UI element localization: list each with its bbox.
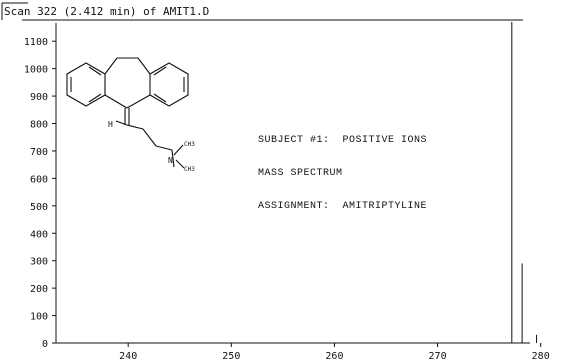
x-axis: 240 250 260 270 280	[119, 343, 550, 362]
y-tick-label: 300	[30, 257, 48, 268]
annotation-mass-spectrum: MASS SPECTRUM	[258, 168, 343, 179]
y-tick-label: 600	[30, 174, 48, 185]
methyl-label-1: CH3	[184, 141, 195, 148]
y-axis: 0 100 200 300 400 500 600 700 800 900 1000 1100	[24, 37, 56, 350]
x-tick-label: 240	[119, 351, 137, 362]
chart-title: Scan 322 (2.412 min) of AMIT1.D	[4, 5, 209, 18]
y-tick-label: 1100	[24, 37, 48, 48]
x-tick-label: 260	[325, 351, 343, 362]
x-tick-label: 280	[532, 351, 550, 362]
molecule-structure	[66, 57, 189, 169]
methyl-label-2: CH3	[184, 166, 195, 173]
y-tick-label: 400	[30, 229, 48, 240]
y-tick-label: 0	[42, 339, 48, 350]
y-tick-label: 500	[30, 202, 48, 213]
spectrum-peaks	[511, 22, 538, 343]
nitrogen-label: N	[168, 156, 173, 165]
y-tick-label: 700	[30, 147, 48, 158]
annotation-subject: SUBJECT #1: POSITIVE IONS	[258, 135, 428, 146]
y-tick-label: 1000	[24, 65, 48, 76]
y-tick-label: 200	[30, 284, 48, 295]
plot-frame	[1, 2, 530, 344]
y-tick-label: 100	[30, 312, 48, 323]
y-tick-label: 800	[30, 120, 48, 131]
x-tick-label: 250	[222, 351, 240, 362]
annotation-assignment: ASSIGNMENT: AMITRIPTYLINE	[258, 201, 428, 212]
assignment-annotation: SUBJECT #1: POSITIVE IONS MASS SPECTRUM …	[258, 113, 427, 223]
y-tick-label: 900	[30, 92, 48, 103]
hydrogen-label: H	[108, 120, 113, 129]
x-tick-label: 270	[429, 351, 447, 362]
